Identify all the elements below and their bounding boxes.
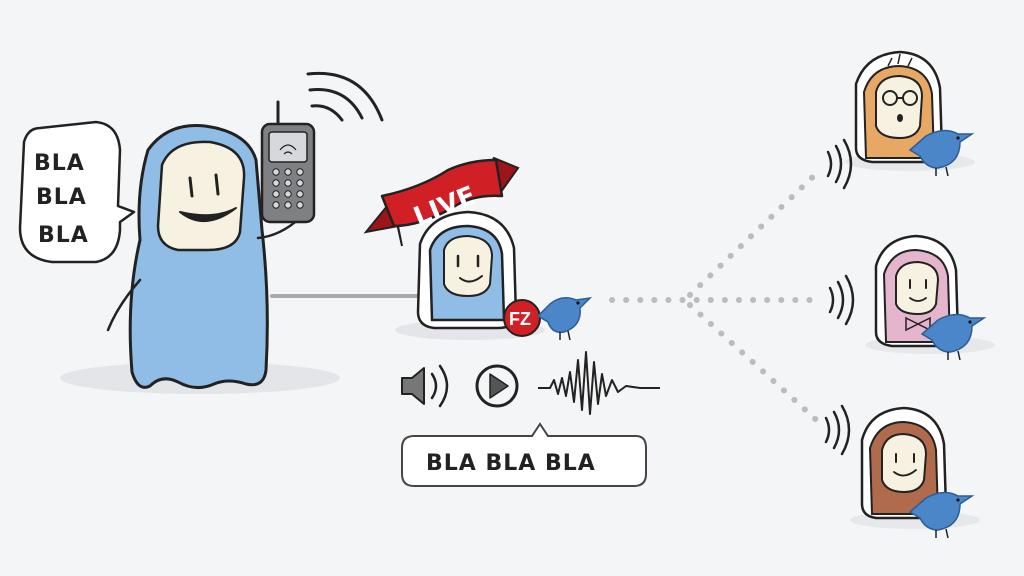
reception-waves (824, 138, 855, 456)
mobile-phone-icon (260, 100, 316, 224)
transcript-bubble: BLA BLA BLA (401, 422, 647, 487)
speech-line-3: BLA (38, 223, 89, 248)
bird-icon (920, 313, 987, 361)
listener-pink (874, 234, 987, 361)
broadcast-dotted-lines (609, 165, 825, 428)
bird-icon (536, 296, 593, 341)
play-icon (475, 364, 519, 408)
speech-bubble: BLA BLA BLA (18, 120, 136, 264)
listener-orange (854, 50, 975, 177)
phone-signal-icon (306, 71, 384, 122)
fz-label: FZ (509, 309, 531, 329)
speaker-icon (401, 364, 449, 408)
bird-icon (908, 129, 975, 177)
waveform-icon (538, 351, 660, 415)
speech-line-1: BLA (34, 151, 85, 176)
transcript-text: BLA BLA BLA (426, 451, 596, 476)
listener-brown (860, 406, 975, 539)
speaker-character (106, 124, 302, 389)
bowtie-icon (905, 316, 931, 332)
broadcaster-character (416, 210, 518, 330)
fz-badge: FZ (503, 299, 541, 337)
bird-icon (908, 491, 975, 539)
live-banner: LIVE (363, 156, 520, 247)
speech-line-2: BLA (36, 185, 87, 210)
